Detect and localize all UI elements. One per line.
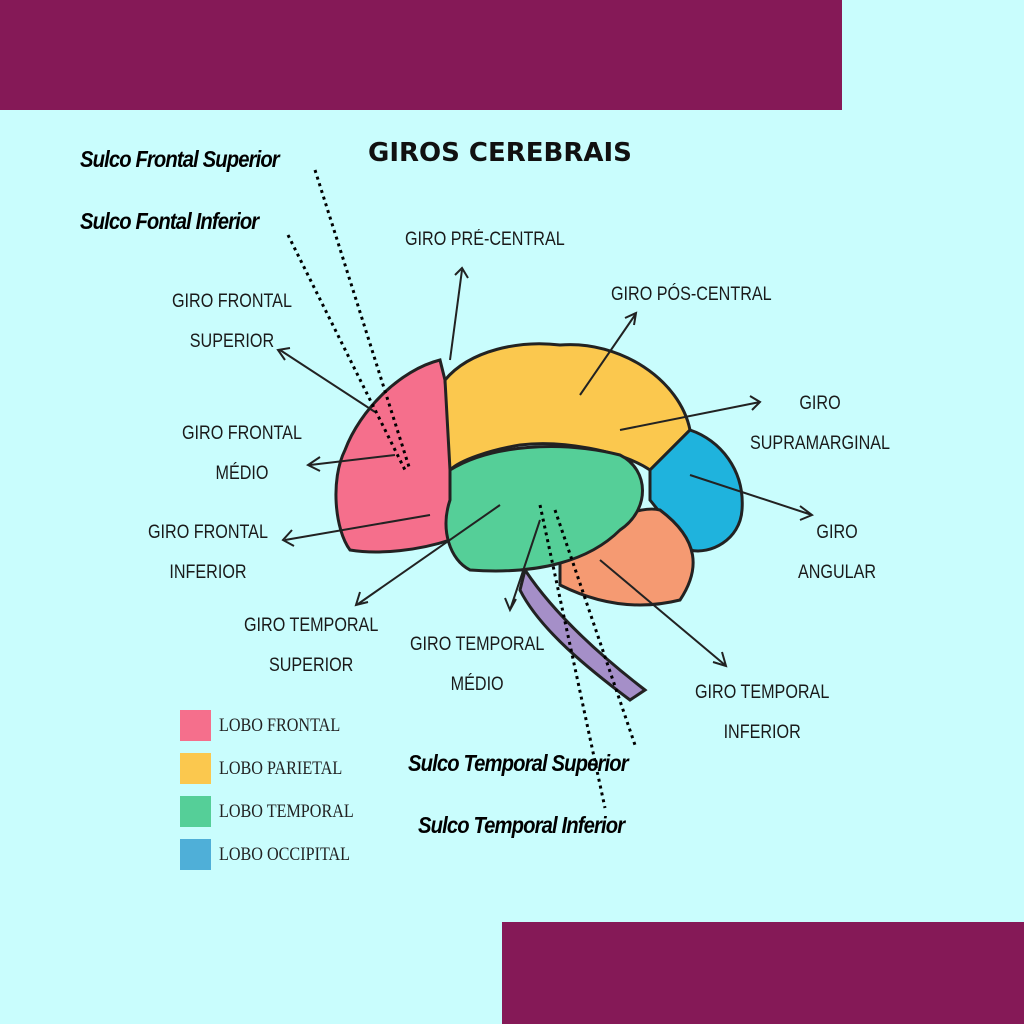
legend-item-temporal: LOBO TEMPORAL (180, 790, 378, 833)
label-giro-frontal-superior: GIRO FRONTAL SUPERIOR (172, 282, 292, 362)
legend-item-frontal: LOBO FRONTAL (180, 704, 378, 747)
label-line: MÉDIO (215, 463, 269, 484)
top-accent-bar (0, 0, 842, 110)
label-line: GIRO TEMPORAL (695, 682, 830, 703)
pointer-lines (276, 266, 814, 668)
label-giro-temporal-superior: GIRO TEMPORAL SUPERIOR (244, 606, 378, 686)
label-sulco-frontal-superior: Sulco Frontal Superior (80, 146, 280, 172)
legend-label: LOBO OCCIPITAL (219, 843, 351, 865)
legend-swatch (180, 753, 211, 784)
label-line: MÉDIO (450, 674, 504, 695)
label-line: GIRO TEMPORAL (410, 634, 545, 655)
cerebellum-stem (518, 566, 648, 702)
legend-label: LOBO TEMPORAL (219, 800, 354, 822)
legend-swatch (180, 710, 211, 741)
legend-swatch (180, 839, 211, 870)
label-line: GIRO FRONTAL (172, 291, 292, 312)
label-giro-temporal-inferior: GIRO TEMPORAL INFERIOR (695, 673, 829, 753)
legend-item-parietal: LOBO PARIETAL (180, 747, 378, 790)
label-giro-angular: GIRO ANGULAR (798, 513, 876, 593)
label-line: GIRO (816, 522, 858, 543)
lobe-legend: LOBO FRONTAL LOBO PARIETAL LOBO TEMPORAL… (180, 704, 378, 876)
legend-label: LOBO PARIETAL (219, 757, 343, 779)
diagram-title: GIROS CEREBRAIS (368, 138, 632, 168)
label-sulco-frontal-inferior: Sulco Fontal Inferior (80, 208, 259, 234)
label-line: ANGULAR (798, 562, 877, 583)
label-giro-frontal-medio: GIRO FRONTAL MÉDIO (182, 414, 302, 494)
parietal-lobe (443, 342, 692, 474)
label-line: GIRO FRONTAL (182, 423, 302, 444)
label-line: INFERIOR (169, 562, 247, 583)
label-giro-frontal-inferior: GIRO FRONTAL INFERIOR (148, 513, 268, 593)
label-line: SUPRAMARGINAL (750, 433, 890, 454)
label-line: INFERIOR (723, 722, 801, 743)
label-line: GIRO TEMPORAL (244, 615, 379, 636)
label-line: SUPERIOR (189, 331, 275, 352)
label-line: GIRO FRONTAL (148, 522, 268, 543)
label-giro-supramarginal: GIRO SUPRAMARGINAL (750, 384, 890, 464)
bottom-accent-bar (502, 922, 1024, 1024)
label-sulco-temporal-superior: Sulco Temporal Superior (408, 750, 629, 776)
label-line: GIRO (799, 393, 841, 414)
label-sulco-temporal-inferior: Sulco Temporal Inferior (418, 812, 625, 838)
label-giro-pre-central: GIRO PRÉ-CENTRAL (405, 229, 565, 250)
legend-label: LOBO FRONTAL (219, 714, 341, 736)
sulcus-dotted-lines (286, 169, 637, 809)
legend-item-occipital: LOBO OCCIPITAL (180, 833, 378, 876)
temporal-lobe (444, 445, 644, 573)
label-line: SUPERIOR (268, 655, 354, 676)
label-giro-pos-central: GIRO PÓS-CENTRAL (611, 284, 772, 305)
frontal-lobe (334, 358, 457, 554)
legend-swatch (180, 796, 211, 827)
label-giro-temporal-medio: GIRO TEMPORAL MÉDIO (410, 625, 544, 705)
